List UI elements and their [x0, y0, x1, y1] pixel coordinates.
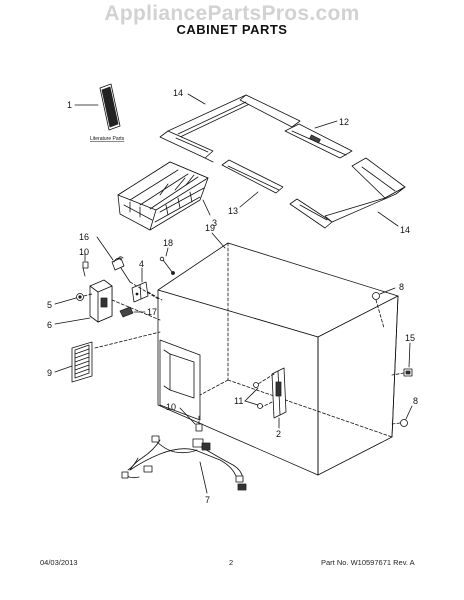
assembly-lines-left: [83, 281, 163, 349]
callout-10a: 10: [79, 247, 89, 257]
footer-part-number: Part No. W10597671 Rev. A: [321, 558, 415, 567]
page-title: CABINET PARTS: [176, 22, 288, 37]
callout-13: 13: [228, 206, 238, 216]
wire-clip: [119, 306, 134, 318]
leader-8b: [405, 405, 413, 420]
wiring-harness: [121, 435, 247, 491]
vent-grille: [71, 341, 93, 383]
callout-3: 3: [212, 218, 217, 228]
callout-10b: 10: [166, 402, 176, 412]
screw-upper: [82, 261, 89, 277]
breaker-strip: [284, 123, 353, 159]
callout-14a: 14: [173, 88, 183, 98]
callout-labels: 1 14 12 13 3 14 16 18 19 10 4 5 6 17 9 8…: [47, 88, 418, 505]
screw-lower: [195, 414, 203, 432]
callout-12: 12: [339, 117, 349, 127]
callout-19: 19: [205, 223, 215, 233]
callout-9: 9: [47, 368, 52, 378]
leveling-knob: [391, 368, 413, 377]
leader-12: [314, 120, 338, 129]
leader-7: [199, 461, 208, 494]
leader-5: [54, 297, 77, 305]
callout-6: 6: [47, 320, 52, 330]
grommet: [76, 293, 84, 301]
hinge-screws: [253, 382, 263, 409]
leader-6: [54, 317, 91, 325]
sensor-wire: [159, 256, 175, 275]
literature-label: Literature Parts: [90, 136, 125, 142]
callout-4: 4: [139, 259, 144, 269]
leader-13: [239, 191, 259, 208]
callout-7: 7: [205, 495, 210, 505]
leader-9: [54, 365, 73, 373]
freezer-cabinet: [157, 242, 399, 476]
callout-17: 17: [147, 307, 157, 317]
leader-11b: [244, 400, 259, 406]
callout-15: 15: [405, 333, 415, 343]
callout-8b: 8: [413, 396, 418, 406]
callout-2: 2: [276, 429, 281, 439]
leader-14a: [187, 93, 206, 105]
callout-1: 1: [67, 100, 72, 110]
hinge: [257, 367, 287, 419]
literature-booklet: Literature Parts: [90, 83, 125, 142]
leader-8a: [379, 287, 396, 295]
leader-11a: [244, 387, 259, 402]
control-housing: [89, 279, 113, 323]
callout-8a: 8: [399, 282, 404, 292]
watermark: AppliancePartsPros.com: [104, 2, 360, 25]
frame-gasket-lower: [289, 157, 406, 229]
wire-basket: [117, 161, 209, 231]
frame-gasket-upper: [159, 94, 301, 163]
hole-plug-upper: [372, 292, 385, 329]
leader-18: [165, 247, 169, 257]
callout-11: 11: [234, 396, 243, 406]
leader-14b: [377, 211, 399, 227]
callout-18: 18: [163, 238, 173, 248]
callout-16: 16: [79, 232, 89, 242]
leader-19: [211, 232, 226, 249]
side-strip: [221, 159, 284, 194]
footer-page-number: 2: [229, 558, 234, 567]
footer-date: 04/03/2013: [40, 558, 78, 567]
thermostat: [111, 256, 131, 283]
callout-5: 5: [47, 300, 52, 310]
hole-plug-lower: [391, 419, 408, 427]
leader-10b: [179, 407, 196, 425]
leader-15: [408, 342, 411, 368]
leader-3: [202, 199, 211, 216]
leader-16: [96, 236, 114, 261]
mounting-bracket: [131, 281, 149, 303]
callout-14b: 14: [400, 225, 410, 235]
